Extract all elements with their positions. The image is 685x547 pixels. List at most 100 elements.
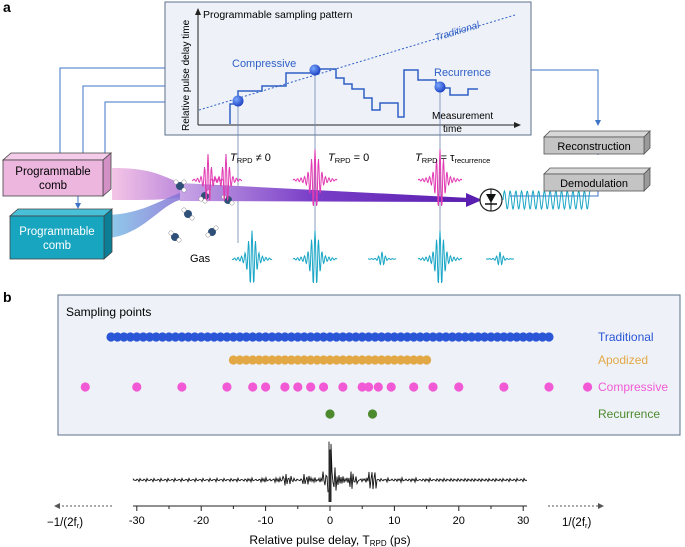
sample-dot-traditional <box>170 332 181 342</box>
sample-dot-apodized <box>370 355 380 365</box>
blue-pulse <box>368 251 396 266</box>
box-top-face <box>543 130 651 138</box>
sample-dot-apodized <box>422 355 432 365</box>
sample-dot-traditional <box>544 332 554 342</box>
sample-dot-traditional <box>293 332 303 342</box>
sample-dot-apodized <box>241 355 251 365</box>
comb-top-face <box>8 208 114 217</box>
sample-dot-traditional <box>125 332 135 342</box>
sample-dot-traditional <box>338 332 348 342</box>
interferogram <box>132 441 528 502</box>
panel-b-letter: b <box>3 289 12 305</box>
sample-dot-traditional <box>492 332 503 342</box>
sampling-staircase-line <box>229 68 478 124</box>
sample-point-marker <box>232 95 244 107</box>
sample-dot-apodized <box>338 355 348 365</box>
sample-dot-traditional <box>254 332 264 342</box>
sample-dot-compressive <box>80 382 90 392</box>
sample-dot-compressive <box>386 382 396 392</box>
sample-dot-traditional <box>537 332 548 342</box>
sample-dot-traditional <box>364 332 374 342</box>
sample-point-marker <box>434 81 446 93</box>
traditional-diagonal-line <box>198 14 516 111</box>
blue-pulse <box>292 230 338 283</box>
sample-dot-apodized <box>383 355 393 365</box>
sample-dot-apodized <box>357 355 367 365</box>
sample-dot-traditional <box>447 332 457 342</box>
sample-dot-traditional <box>351 332 361 342</box>
sample-dot-traditional <box>286 332 296 342</box>
sample-dot-compressive <box>499 382 509 392</box>
sample-dot-apodized <box>312 355 322 365</box>
sample-dot-apodized <box>331 355 342 365</box>
interferogram-trace <box>132 441 528 502</box>
sample-dot-traditional <box>454 332 464 342</box>
inset-compressive-label: Compressive <box>232 58 296 70</box>
sample-dot-compressive <box>306 382 316 392</box>
x-tick-label: 10 <box>388 515 400 527</box>
sample-point-marker <box>309 64 321 76</box>
programmable-comb-top <box>2 159 104 197</box>
sample-dot-compressive <box>222 382 232 392</box>
sample-dot-traditional <box>434 332 445 342</box>
sample-dot-traditional <box>467 332 477 342</box>
demodulation-box <box>543 173 645 192</box>
sample-dot-compressive <box>280 382 290 392</box>
inset-xlabel-1: Measurement <box>432 111 493 122</box>
sample-dot-traditional <box>512 332 522 342</box>
reconstruction-box <box>543 136 645 155</box>
sampling-dots <box>80 332 593 419</box>
sample-dot-apodized <box>299 355 309 365</box>
sample-dot-traditional <box>331 332 342 342</box>
sample-dot-compressive <box>132 382 142 392</box>
combined-beam <box>180 183 470 202</box>
sample-dot-traditional <box>460 332 470 342</box>
inset-xlabel-2: time <box>443 124 462 135</box>
sample-dot-apodized <box>261 355 271 365</box>
demodulation-label: Demodulation <box>560 178 628 190</box>
blue-pulse <box>486 251 514 266</box>
sample-dot-traditional <box>196 332 206 342</box>
sample-dot-apodized <box>376 355 387 365</box>
sample-dot-apodized <box>228 355 238 365</box>
sample-dot-apodized <box>402 355 412 365</box>
sample-dot-traditional <box>499 332 509 342</box>
sample-dot-apodized <box>396 355 406 365</box>
sample-dot-compressive <box>338 382 348 392</box>
sample-dot-apodized <box>286 355 296 365</box>
blue-beam <box>104 190 200 238</box>
pink-pulse <box>292 149 338 206</box>
sample-dot-traditional <box>151 332 161 342</box>
x-axis-label: Relative pulse delay, TRPD (ps) <box>249 533 410 547</box>
sampling-pattern-inset <box>164 1 532 136</box>
sample-dot-apodized <box>415 355 425 365</box>
inset-y-arrow <box>195 8 201 15</box>
trpd-eq-label: TRPD = 0 <box>328 152 369 165</box>
sample-dot-apodized <box>235 355 245 365</box>
sample-dot-traditional <box>428 332 438 342</box>
sample-dot-traditional <box>318 332 329 342</box>
beam-arrowhead <box>466 193 482 207</box>
x-tick-label: 0 <box>327 515 333 527</box>
sample-dot-traditional <box>531 332 541 342</box>
programmable-comb-bottom <box>9 215 105 260</box>
sample-dot-compressive <box>177 382 187 392</box>
sample-dot-traditional <box>157 332 168 342</box>
trpd-neq-label: TRPD ≠ 0 <box>230 152 271 165</box>
row-label-recurrence: Recurrence <box>598 407 660 421</box>
sample-dot-traditional <box>132 332 142 342</box>
comb-top-label-1: Programmable <box>15 166 90 178</box>
sample-dot-compressive <box>261 382 271 392</box>
sample-dot-traditional <box>209 332 219 342</box>
sample-dot-compressive <box>357 382 367 392</box>
sample-dot-traditional <box>357 332 367 342</box>
sample-dot-traditional <box>267 332 277 342</box>
sample-dot-traditional <box>190 332 200 342</box>
box-top-face <box>543 167 651 175</box>
sample-dot-apodized <box>248 355 258 365</box>
sample-dot-compressive <box>318 382 329 392</box>
sample-dot-apodized <box>280 355 290 365</box>
sample-dot-traditional <box>248 332 258 342</box>
sample-dot-compressive <box>364 382 374 392</box>
